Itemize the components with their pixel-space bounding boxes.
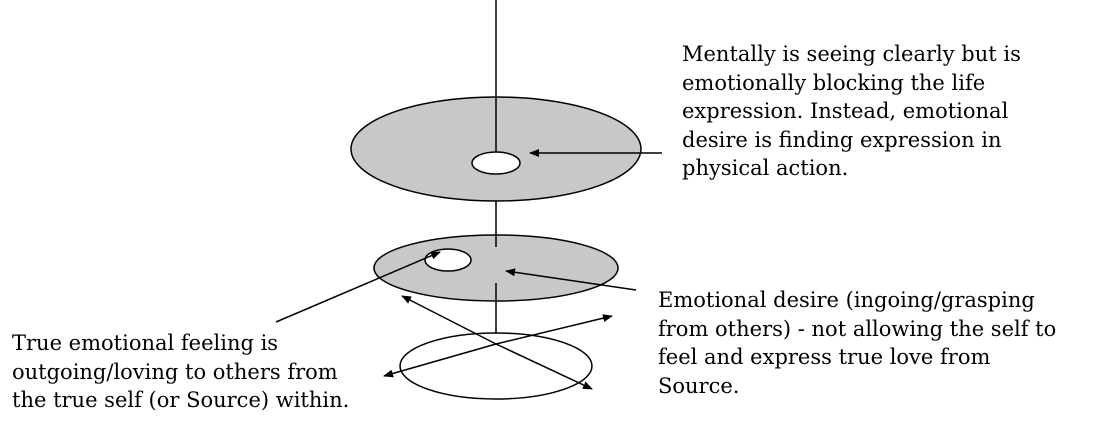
annotation-mental-line: desire is finding expression in (682, 127, 1002, 152)
annotation-mental-line: physical action. (682, 156, 849, 180)
pointer-arrow-emotional-desire (505, 268, 637, 291)
arrow-out-lower-left (383, 343, 497, 378)
annotation-true-feeling-line: the true self (or Source) within. (12, 388, 350, 412)
annotation-emotional-desire-line: Emotional desire (ingoing/grasping (658, 288, 1035, 312)
arrow-diagonal-upper-left (401, 295, 497, 345)
annotation-emotional-desire: Emotional desire (ingoing/grasping from … (658, 286, 1056, 400)
annotation-true-feeling: True emotional feeling is outgoing/lovin… (12, 329, 349, 415)
mental-disc-opening (471, 151, 521, 175)
annotation-true-feeling-line: True emotional feeling is (12, 331, 279, 355)
arrow-out-upper-right (495, 314, 613, 345)
annotation-true-feeling-line: outgoing/loving to others from (12, 359, 338, 384)
annotation-emotional-desire-line: feel and express true love from (658, 345, 991, 369)
annotation-emotional-desire-line: Source. (658, 373, 740, 398)
annotation-emotional-desire-line: from others) - not allowing the self to (658, 316, 1057, 341)
annotation-mental-line: expression. Instead, emotional (682, 99, 1009, 123)
physical-ellipse (399, 332, 593, 400)
pointer-arrow-true-feeling (275, 251, 441, 323)
arrow-diagonal-lower-right (495, 343, 593, 390)
emotional-disc-opening (424, 248, 472, 272)
annotation-mental: Mentally is seeing clearly but is emotio… (682, 40, 1021, 183)
annotation-mental-line: emotionally blocking the life (682, 70, 986, 95)
annotation-mental-line: Mentally is seeing clearly but is (682, 42, 1021, 66)
